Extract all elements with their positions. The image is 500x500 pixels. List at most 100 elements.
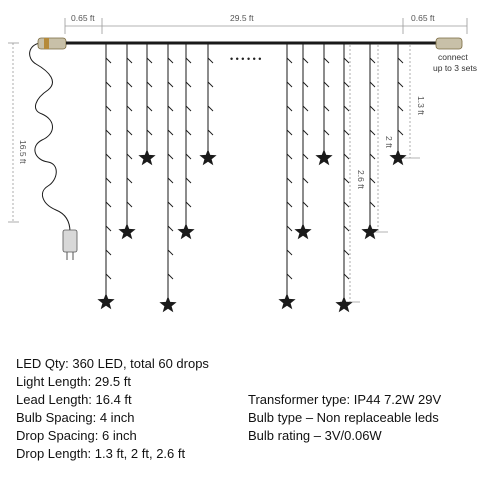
led-bulb xyxy=(105,225,112,232)
left-connector-icon xyxy=(37,37,67,50)
star-bulb-icon xyxy=(118,223,136,240)
spec-bulb-spacing: Bulb Spacing: 4 inch xyxy=(16,410,135,425)
led-bulb xyxy=(397,81,404,88)
connect-note-line2: up to 3 sets xyxy=(433,63,477,73)
led-bulb xyxy=(207,129,214,136)
led-bulb xyxy=(323,57,330,64)
led-bulb xyxy=(105,129,112,136)
drop-long-label: 2.6 ft xyxy=(356,170,366,190)
led-bulb xyxy=(167,225,174,232)
led-bulb xyxy=(185,105,192,112)
led-bulb xyxy=(185,81,192,88)
led-bulb xyxy=(286,249,293,256)
led-bulb xyxy=(286,105,293,112)
led-bulb xyxy=(369,129,376,136)
led-bulb xyxy=(185,201,192,208)
star-bulb-icon xyxy=(389,149,407,166)
drop-short-label: 1.3 ft xyxy=(416,96,426,116)
led-bulb xyxy=(369,177,376,184)
led-bulb xyxy=(323,105,330,112)
led-bulb xyxy=(343,249,350,256)
led-bulb xyxy=(167,153,174,160)
lead-dimension-line xyxy=(8,42,19,223)
led-bulb xyxy=(167,177,174,184)
drop-mid-label: 2 ft xyxy=(384,136,394,148)
led-bulb xyxy=(323,129,330,136)
spec-transformer: Transformer type: IP44 7.2W 29V xyxy=(248,392,442,407)
led-bulb xyxy=(105,81,112,88)
led-bulb xyxy=(126,201,133,208)
led-bulb xyxy=(105,153,112,160)
led-bulb xyxy=(207,81,214,88)
led-bulb xyxy=(369,153,376,160)
led-bulb xyxy=(167,105,174,112)
led-bulb xyxy=(105,57,112,64)
led-bulb xyxy=(185,177,192,184)
top-dimension-line xyxy=(64,18,468,34)
right-connector-icon xyxy=(435,37,463,50)
connect-note-line1: connect xyxy=(438,52,468,62)
led-bulb xyxy=(286,177,293,184)
spec-led-qty: LED Qty: 360 LED, total 60 drops xyxy=(16,356,209,371)
led-bulb xyxy=(286,225,293,232)
power-adapter-icon xyxy=(62,229,78,260)
led-bulb xyxy=(105,249,112,256)
led-bulb xyxy=(207,105,214,112)
led-bulb xyxy=(302,57,309,64)
spec-lead-length: Lead Length: 16.4 ft xyxy=(16,392,132,407)
led-bulb xyxy=(302,177,309,184)
led-bulb xyxy=(126,129,133,136)
spec-bulb-type: Bulb type – Non replaceable leds xyxy=(248,410,439,425)
spec-light-length: Light Length: 29.5 ft xyxy=(16,374,131,389)
star-bulb-icon xyxy=(294,223,312,240)
led-bulb xyxy=(302,201,309,208)
led-bulb xyxy=(185,57,192,64)
led-bulb xyxy=(185,129,192,136)
led-bulb xyxy=(343,153,350,160)
led-bulb xyxy=(126,153,133,160)
led-bulb xyxy=(343,81,350,88)
led-bulb xyxy=(343,57,350,64)
specs-right: Transformer type: IP44 7.2W 29V Bulb typ… xyxy=(248,391,441,445)
led-bulb xyxy=(286,57,293,64)
led-bulb xyxy=(126,105,133,112)
led-bulb xyxy=(302,81,309,88)
lead-cable xyxy=(29,42,71,233)
led-bulb xyxy=(286,81,293,88)
led-bulb xyxy=(302,129,309,136)
led-bulb xyxy=(146,81,153,88)
led-bulb xyxy=(286,129,293,136)
lead-length-label: 16.5 ft xyxy=(18,140,28,164)
left-connector-length-label: 0.65 ft xyxy=(71,13,95,23)
star-bulb-icon xyxy=(278,293,296,310)
led-bulb xyxy=(105,273,112,280)
led-bulb xyxy=(369,201,376,208)
led-bulb xyxy=(167,201,174,208)
led-bulb xyxy=(302,105,309,112)
led-bulb xyxy=(323,81,330,88)
led-bulb xyxy=(207,57,214,64)
led-bulb xyxy=(126,177,133,184)
led-bulb xyxy=(126,81,133,88)
icicle-light-diagram: 0.65 ft 29.5 ft 0.65 ft 16.5 ft connect … xyxy=(8,13,477,313)
drop-dimension-lines xyxy=(340,45,420,303)
led-bulb xyxy=(343,177,350,184)
led-bulb xyxy=(146,57,153,64)
led-bulb xyxy=(343,273,350,280)
led-bulb xyxy=(302,153,309,160)
star-bulb-icon xyxy=(97,293,115,310)
specs-left: LED Qty: 360 LED, total 60 drops Light L… xyxy=(16,355,209,463)
star-bulb-icon xyxy=(335,296,353,313)
spec-drop-length: Drop Length: 1.3 ft, 2 ft, 2.6 ft xyxy=(16,446,186,461)
led-bulb xyxy=(286,273,293,280)
led-bulb xyxy=(343,201,350,208)
led-bulb xyxy=(105,201,112,208)
star-bulb-icon xyxy=(138,149,156,166)
led-bulb xyxy=(286,201,293,208)
right-connector-length-label: 0.65 ft xyxy=(411,13,435,23)
led-bulb xyxy=(343,129,350,136)
led-bulb xyxy=(369,105,376,112)
led-bulb xyxy=(167,273,174,280)
led-bulb xyxy=(185,153,192,160)
led-bulb xyxy=(343,105,350,112)
